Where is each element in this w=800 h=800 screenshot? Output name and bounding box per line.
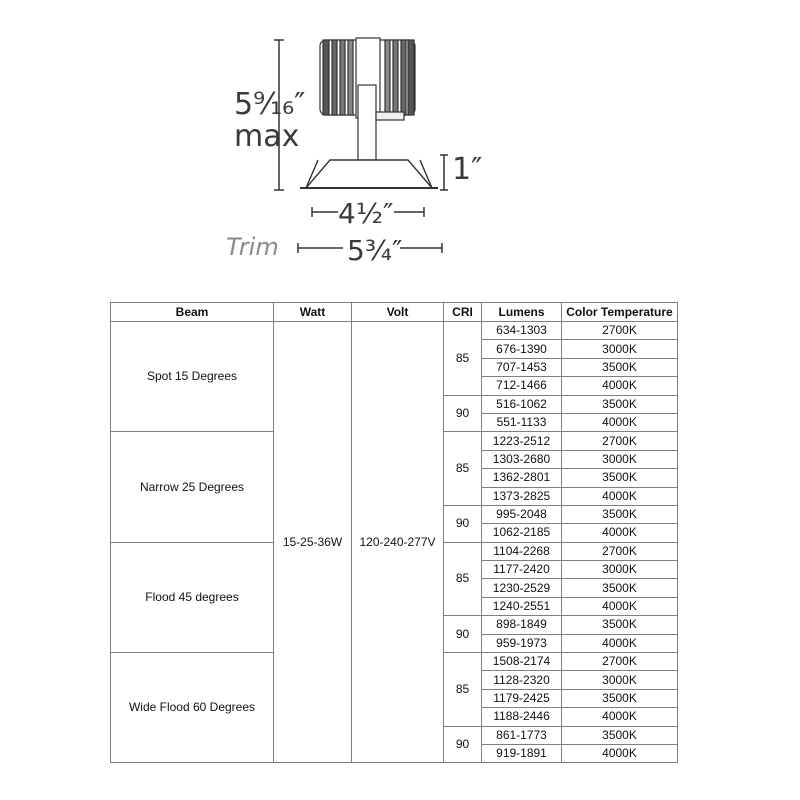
lumens-cell: 1062-2185 [481,523,562,543]
header-color-temperature: Color Temperature [561,302,678,322]
lumens-cell: 516-1062 [481,394,562,414]
color-temperature-cell: 4000K [561,376,678,396]
cri-cell: 90 [443,504,482,543]
lumens-cell: 634-1303 [481,320,562,341]
lumens-cell: 551-1133 [481,412,562,433]
lumens-cell: 707-1453 [481,357,562,378]
color-temperature-cell: 3500K [561,615,678,635]
lumens-cell: 861-1773 [481,725,562,745]
lumens-cell: 1240-2551 [481,596,562,617]
cri-cell: 90 [443,615,482,654]
header-watt: Watt [273,302,352,322]
beam-cell: Wide Flood 60 Degrees [110,652,274,764]
color-temperature-cell: 4000K [561,707,678,727]
lumens-cell: 1177-2420 [481,560,562,580]
height-dimension-line [274,39,284,191]
color-temperature-cell: 3500K [561,468,678,488]
beam-cell: Narrow 25 Degrees [110,431,274,543]
lumens-cell: 712-1466 [481,376,562,396]
lumens-cell: 676-1390 [481,339,562,359]
lumens-cell: 919-1891 [481,743,562,764]
cri-cell: 85 [443,541,482,617]
lumens-cell: 1179-2425 [481,688,562,709]
beam-cell: Spot 15 Degrees [110,320,274,433]
lumens-cell: 959-1973 [481,633,562,654]
color-temperature-cell: 4000K [561,412,678,433]
cri-cell: 85 [443,431,482,506]
color-temperature-cell: 2700K [561,541,678,562]
color-temperature-cell: 3500K [561,725,678,745]
lumens-cell: 1373-2825 [481,486,562,506]
table-header-row: Beam Watt Volt CRI Lumens Color Temperat… [110,302,678,322]
color-temperature-cell: 4000K [561,633,678,654]
lumens-cell: 1508-2174 [481,652,562,672]
overall-height-note: max [234,119,300,154]
color-temperature-cell: 3500K [561,688,678,709]
color-temperature-cell: 2700K [561,652,678,672]
lumens-cell: 1362-2801 [481,468,562,488]
color-temperature-cell: 2700K [561,320,678,341]
lumens-cell: 1188-2446 [481,707,562,727]
cri-cell: 85 [443,652,482,727]
header-beam: Beam [110,302,274,322]
color-temperature-cell: 4000K [561,743,678,764]
cri-cell: 85 [443,321,482,396]
color-temperature-cell: 2700K [561,431,678,451]
trim-width-dimension-line [297,243,443,253]
trim-caption: Trim [226,233,279,261]
header-cri: CRI [443,302,482,322]
fixture-side-view-illustration [274,37,448,253]
watt-cell: 15-25-36W [273,320,352,764]
trim-height-label: 1″ [452,152,483,187]
color-temperature-cell: 3000K [561,670,678,690]
lumens-cell: 1104-2268 [481,541,562,562]
color-temperature-cell: 3000K [561,449,678,470]
lumens-cell: 898-1849 [481,615,562,635]
trim-height-dimension-line [440,154,448,191]
color-temperature-cell: 4000K [561,523,678,543]
trim-cone [300,159,438,189]
color-temperature-cell: 4000K [561,596,678,617]
beam-cell: Flood 45 degrees [110,541,274,654]
color-temperature-cell: 3000K [561,339,678,359]
lumens-cell: 1230-2529 [481,578,562,598]
color-temperature-cell: 3500K [561,578,678,598]
color-temperature-cell: 3500K [561,357,678,378]
overall-height-label: 5⁹⁄₁₆″ [234,87,306,122]
specification-table: Beam Watt Volt CRI Lumens Color Temperat… [110,302,678,764]
bezel-width-label: 4½″ [338,197,394,230]
color-temperature-cell: 3000K [561,560,678,580]
header-volt: Volt [351,302,444,322]
lumens-cell: 1223-2512 [481,431,562,451]
color-temperature-cell: 3500K [561,394,678,414]
color-temperature-cell: 4000K [561,486,678,506]
header-lumens: Lumens [481,302,562,322]
lumens-cell: 1128-2320 [481,670,562,690]
bezel-width-dimension-line [311,207,425,217]
color-temperature-cell: 3500K [561,504,678,525]
cri-cell: 90 [443,394,482,433]
volt-cell: 120-240-277V [351,320,444,764]
lumens-cell: 1303-2680 [481,449,562,470]
cri-cell: 90 [443,725,482,764]
lumens-cell: 995-2048 [481,504,562,525]
fixture-dimension-drawing: 5⁹⁄₁₆″ max 1″ 4½″ Trim 5¾″ [0,0,800,290]
trim-width-label: 5¾″ [347,234,403,267]
